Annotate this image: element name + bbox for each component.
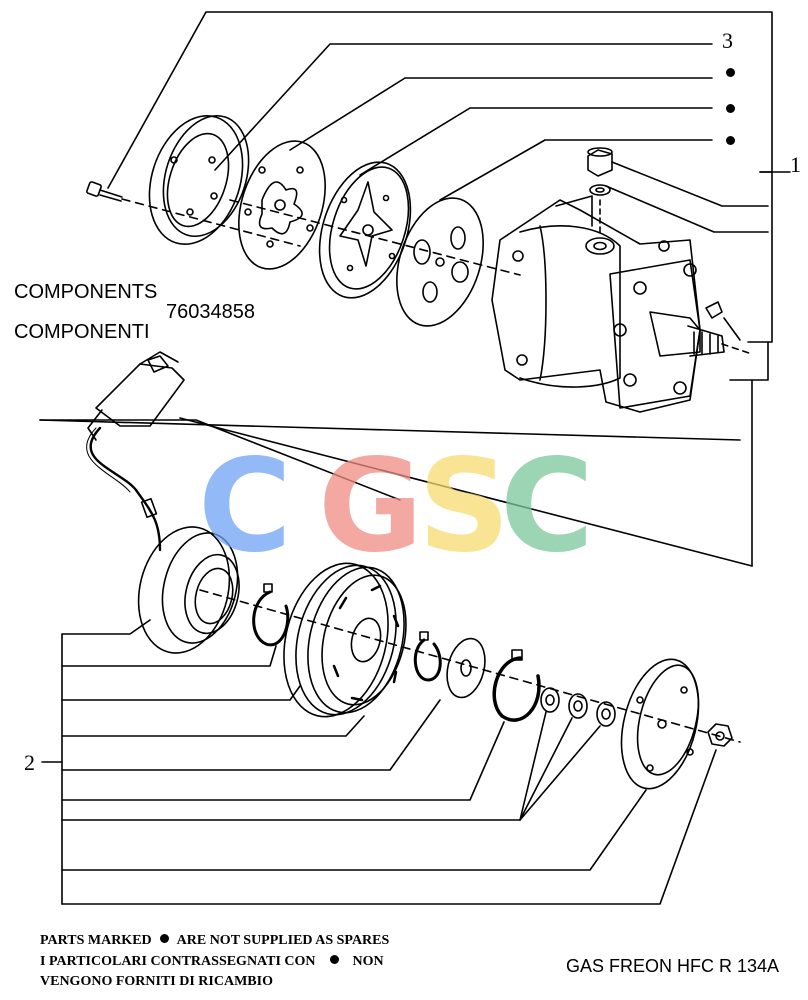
components-label-en: COMPONENTS bbox=[14, 281, 158, 303]
spacer-disc-part bbox=[446, 637, 486, 699]
washer-set-part bbox=[540, 687, 616, 727]
perforated-disc-part bbox=[396, 197, 484, 327]
callout-dot-2 bbox=[726, 104, 735, 113]
footer-line2-text-b: NON bbox=[352, 954, 384, 969]
callout-2: 2 bbox=[24, 750, 35, 775]
snap-ring-2-part bbox=[413, 631, 442, 682]
footer-note-line-2: I PARTICOLARI CONTRASSEGNATI CON NON bbox=[40, 955, 384, 969]
clutch-coil-part bbox=[137, 526, 240, 654]
guide-lines-lower bbox=[39, 379, 753, 743]
leader-lines-lower bbox=[41, 619, 717, 905]
clutch-front-plate-part bbox=[148, 114, 250, 246]
footer-line3-text: VENGONO FORNITI DI RICAMBIO bbox=[40, 974, 273, 989]
footer-dot-1 bbox=[159, 934, 169, 943]
leader-lines-top bbox=[107, 11, 791, 381]
callout-1: 1 bbox=[790, 152, 801, 177]
armature-plate-part bbox=[620, 658, 700, 790]
watermark-letter-3: S bbox=[418, 432, 511, 581]
footer-line1-text-a: PARTS MARKED bbox=[40, 933, 152, 948]
footer-line2-text-a: I PARTICOLARI CONTRASSEGNATI CON bbox=[40, 954, 316, 969]
callout-dot-3 bbox=[726, 136, 735, 145]
axis-line-top bbox=[229, 199, 521, 276]
watermark-letter-2: G bbox=[318, 432, 424, 581]
bolt-part bbox=[86, 181, 301, 247]
drain-plug-part bbox=[587, 147, 613, 233]
connector-wire-part bbox=[86, 351, 185, 552]
part-number: 76034858 bbox=[166, 301, 255, 323]
footer-line1-text-b: ARE NOT SUPPLIED AS SPARES bbox=[176, 933, 390, 948]
hex-nut-part bbox=[707, 723, 733, 747]
footer-note-line-1: PARTS MARKED ARE NOT SUPPLIED AS SPARES bbox=[40, 934, 389, 948]
compressor-body-part bbox=[491, 195, 753, 413]
callout-dot-1 bbox=[726, 68, 735, 77]
star-plate-part bbox=[318, 161, 412, 299]
watermark-letter-4: C bbox=[500, 432, 594, 581]
callout-3: 3 bbox=[722, 28, 733, 53]
snap-ring-1-part bbox=[252, 583, 290, 647]
footer-note-line-3: VENGONO FORNITI DI RICAMBIO bbox=[40, 975, 273, 989]
shim-disc-part bbox=[238, 140, 326, 270]
footer-dot-2 bbox=[329, 955, 339, 964]
snap-ring-3-part bbox=[492, 649, 541, 722]
gas-type-label: GAS FREON HFC R 134A bbox=[566, 956, 780, 976]
pulley-part bbox=[283, 562, 407, 718]
components-label-it: COMPONENTI bbox=[14, 321, 150, 343]
watermark-letter-1: C bbox=[198, 432, 292, 581]
